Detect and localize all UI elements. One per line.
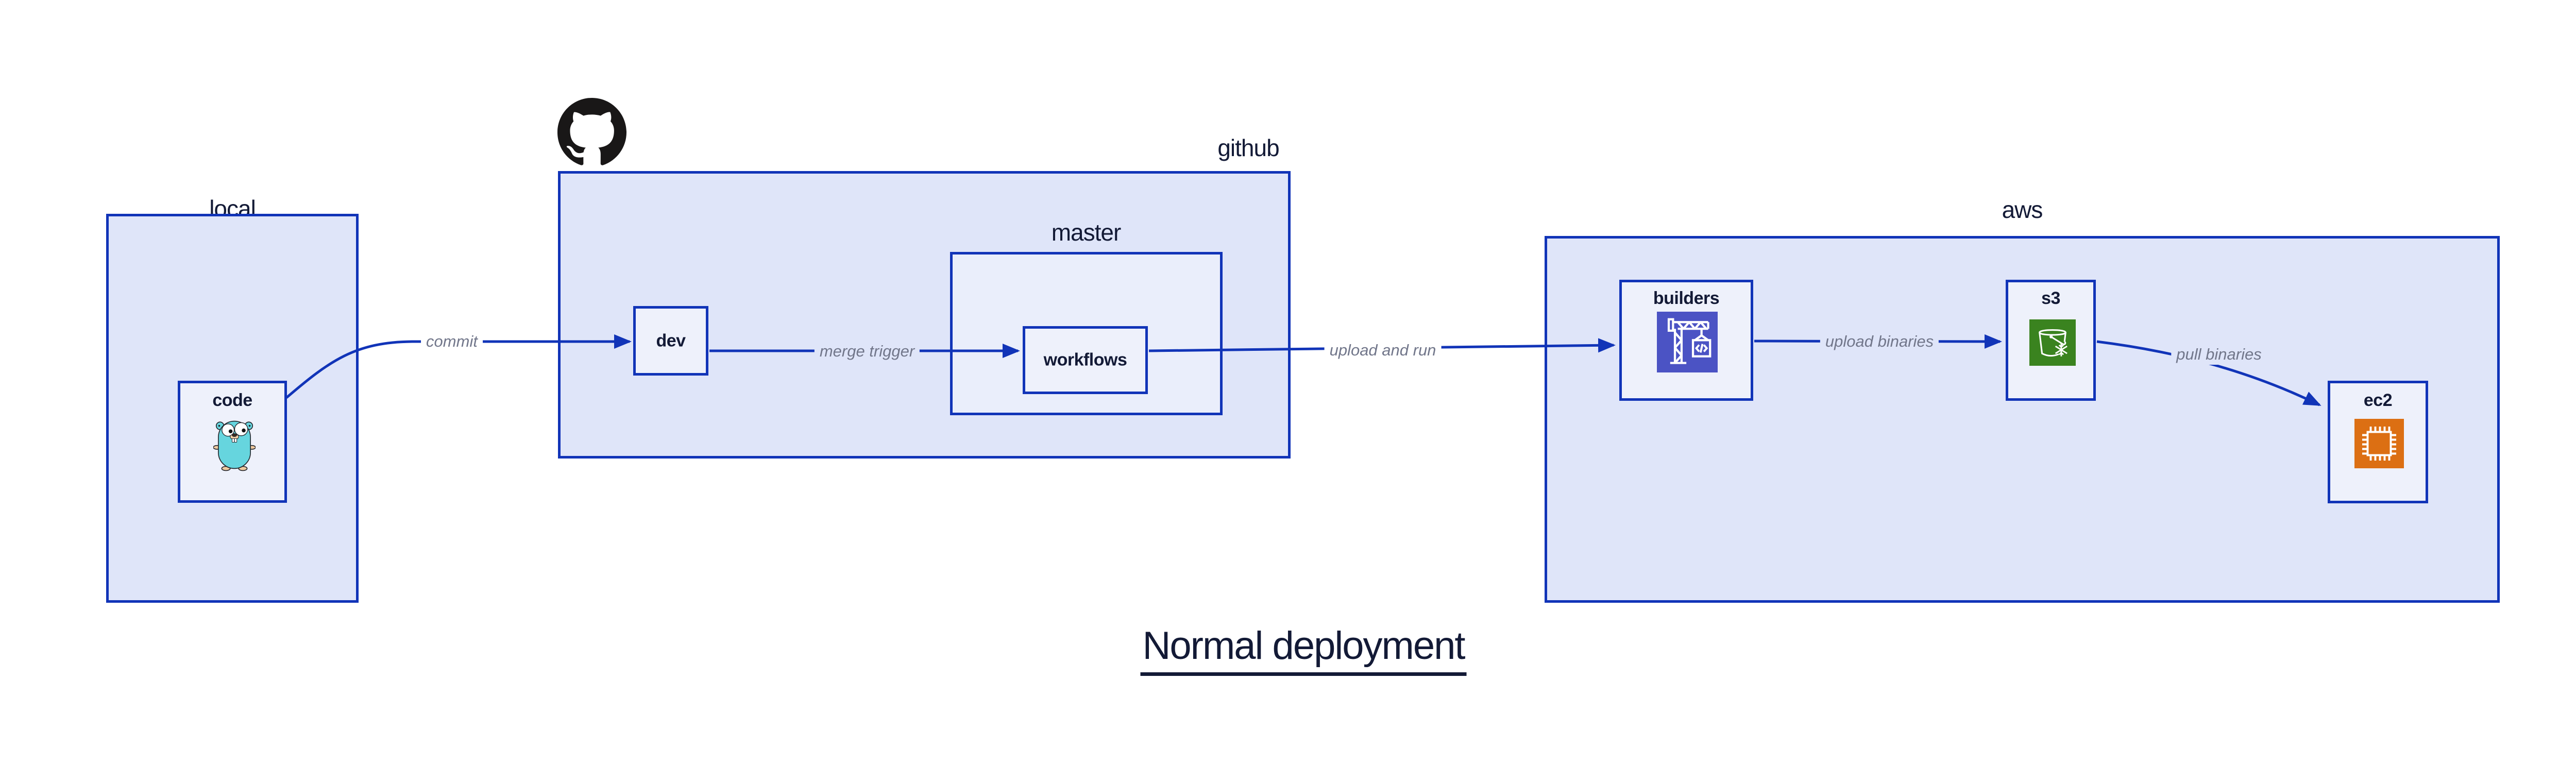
github-group-label: github (1217, 134, 1279, 161)
aws-s3-glacier-icon (2029, 319, 2076, 366)
github-logo-icon (557, 98, 626, 167)
node-dev: dev (633, 306, 708, 376)
edge-label-upload-and-run: upload and run (1324, 340, 1442, 361)
aws-codebuild-icon (1657, 312, 1718, 372)
go-gopher-icon (213, 412, 256, 475)
diagram-title: Normal deployment (1140, 623, 1467, 676)
node-ec2-label: ec2 (2363, 390, 2393, 410)
edge-label-commit: commit (421, 331, 483, 352)
node-s3: s3 (2006, 280, 2096, 401)
node-builders: builders (1619, 280, 1753, 401)
edge-label-merge-trigger: merge trigger (814, 341, 920, 362)
node-workflows: workflows (1023, 326, 1148, 394)
aws-ec2-icon (2354, 419, 2404, 468)
node-builders-label: builders (1653, 288, 1720, 308)
aws-group-label: aws (2002, 196, 2043, 223)
edge-label-upload-binaries: upload binaries (1820, 331, 1939, 352)
edge-label-pull-binaries: pull binaries (2171, 344, 2267, 365)
node-code-label: code (212, 390, 252, 410)
node-dev-label: dev (656, 331, 686, 350)
node-code: code (178, 381, 287, 503)
node-s3-label: s3 (2041, 288, 2060, 308)
node-ec2: ec2 (2328, 381, 2428, 503)
node-workflows-label: workflows (1043, 350, 1127, 370)
master-group-label: master (1051, 219, 1122, 246)
